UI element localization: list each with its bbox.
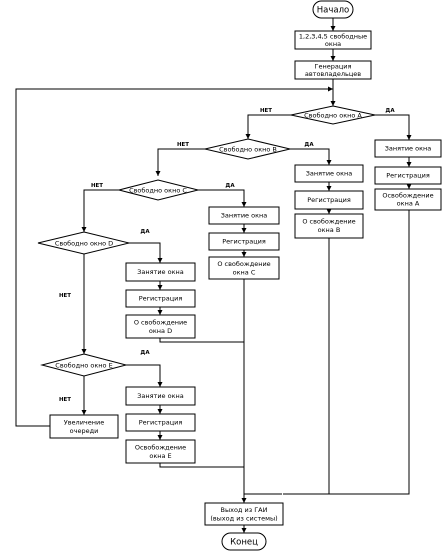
edge-release-e-to-spine bbox=[159, 463, 244, 468]
occupy-a-label: Занятие окна bbox=[385, 145, 432, 153]
release-d-node: О свобождение окна D bbox=[125, 314, 196, 339]
decision-a: Свободно окно А bbox=[290, 105, 376, 125]
release-b-node: О свобождение окна В bbox=[294, 213, 364, 239]
queue-line-2: очереди bbox=[70, 427, 99, 435]
occupy-c-label: Занятие окна bbox=[221, 212, 268, 220]
decision-a-yes-label: ДА bbox=[385, 108, 395, 114]
register-a-node: Регистрация bbox=[374, 166, 442, 185]
decision-d-label: Свободно окно D bbox=[55, 240, 113, 248]
release-b-line-2: окна В bbox=[318, 226, 341, 234]
decision-c-no-label: НЕТ bbox=[91, 183, 103, 189]
edge-loop-back bbox=[15, 86, 333, 427]
decision-d-yes-label: ДА bbox=[140, 229, 150, 235]
start-label: Начало bbox=[317, 6, 349, 16]
edge-a-yes bbox=[375, 114, 412, 140]
decision-d-no-label: НЕТ bbox=[59, 293, 71, 299]
generation-line-1: Генерация bbox=[315, 63, 352, 71]
queue-line-1: Увеличение bbox=[64, 419, 104, 427]
edge-b-no bbox=[155, 148, 205, 176]
occupy-b-label: Занятие окна bbox=[306, 170, 353, 178]
occupy-d-label: Занятие окна bbox=[137, 268, 184, 276]
release-e-line-2: окна Е bbox=[149, 452, 171, 460]
release-d-line-2: окна D bbox=[149, 327, 172, 335]
windows-free-node: 1,2,3,4,5 свободные окна bbox=[294, 30, 372, 50]
register-b-label: Регистрация bbox=[307, 196, 351, 204]
decision-b-yes-label: ДА bbox=[304, 142, 314, 148]
release-c-node: О свобождение окна С bbox=[208, 256, 280, 280]
decision-e: Свободно окно Е bbox=[40, 353, 128, 377]
release-a-line-1: Освобождение bbox=[382, 192, 433, 200]
edge-b-yes bbox=[290, 148, 332, 165]
start-node: Начало bbox=[312, 0, 354, 19]
release-b-line-1: О свобождение bbox=[302, 218, 355, 226]
register-e-node: Регистрация bbox=[125, 413, 196, 432]
occupy-c-node: Занятие окна bbox=[208, 206, 280, 225]
decision-d: Свободно окно D bbox=[37, 231, 130, 255]
decision-e-no-label: НЕТ bbox=[59, 397, 71, 403]
occupy-a-node: Занятие окна bbox=[374, 139, 442, 158]
decision-e-yes-label: ДА bbox=[140, 350, 150, 356]
edge-c-no bbox=[81, 189, 119, 232]
occupy-b-node: Занятие окна bbox=[294, 164, 364, 183]
decision-c-yes-label: ДА bbox=[225, 183, 235, 189]
release-d-line-1: О свобождение bbox=[134, 319, 187, 327]
occupy-e-label: Занятие окна bbox=[137, 392, 184, 400]
occupy-d-node: Занятие окна bbox=[125, 262, 196, 282]
generation-line-2: автовладельцев bbox=[305, 70, 361, 78]
end-label: Конец bbox=[230, 538, 258, 548]
register-d-label: Регистрация bbox=[139, 295, 183, 303]
register-c-label: Регистрация bbox=[222, 238, 266, 246]
release-e-line-1: Освобождение bbox=[135, 444, 186, 452]
release-e-node: Освобождение окна Е bbox=[125, 439, 196, 464]
edge-a-no bbox=[245, 114, 291, 139]
decision-a-no-label: НЕТ bbox=[260, 108, 272, 114]
decision-b-no-label: НЕТ bbox=[177, 142, 189, 148]
register-c-node: Регистрация bbox=[208, 232, 280, 251]
register-b-node: Регистрация bbox=[294, 190, 364, 210]
register-d-node: Регистрация bbox=[125, 289, 196, 308]
edge-release-d-to-spine bbox=[159, 338, 244, 343]
register-e-label: Регистрация bbox=[139, 419, 183, 427]
generation-node: Генерация автовладельцев bbox=[294, 60, 372, 80]
end-node: Конец bbox=[221, 532, 267, 551]
occupy-e-node: Занятие окна bbox=[125, 386, 196, 406]
decision-b-label: Свободно окно В bbox=[219, 146, 277, 154]
decision-e-label: Свободно окно Е bbox=[55, 362, 112, 370]
edge-c-yes bbox=[198, 189, 247, 207]
release-c-line-1: О свобождение bbox=[217, 260, 270, 268]
decision-c-label: Свободно окно С bbox=[129, 187, 187, 195]
decision-c: Свободно окно С bbox=[118, 179, 199, 201]
decision-a-label: Свободно окно А bbox=[304, 112, 362, 120]
edge-e-yes bbox=[126, 364, 163, 387]
edge-d-yes bbox=[129, 242, 163, 263]
register-a-label: Регистрация bbox=[386, 172, 430, 180]
exit-line-2: (выход из системы) bbox=[210, 515, 277, 523]
windows-free-line-2: окна bbox=[325, 40, 341, 48]
release-a-node: Освобождение окна А bbox=[374, 188, 442, 211]
exit-node: Выход из ГАИ (выход из системы) bbox=[204, 502, 284, 526]
decision-b: Свободно окно В bbox=[204, 138, 291, 160]
queue-increase-node: Увеличение очереди bbox=[49, 414, 119, 439]
release-a-line-2: окна А bbox=[397, 200, 420, 208]
windows-free-line-1: 1,2,3,4,5 свободные bbox=[299, 33, 367, 41]
edges bbox=[15, 18, 412, 533]
edge-release-a-to-exit bbox=[283, 210, 410, 495]
release-c-line-2: окна С bbox=[233, 269, 256, 277]
exit-line-1: Выход из ГАИ bbox=[221, 506, 268, 514]
